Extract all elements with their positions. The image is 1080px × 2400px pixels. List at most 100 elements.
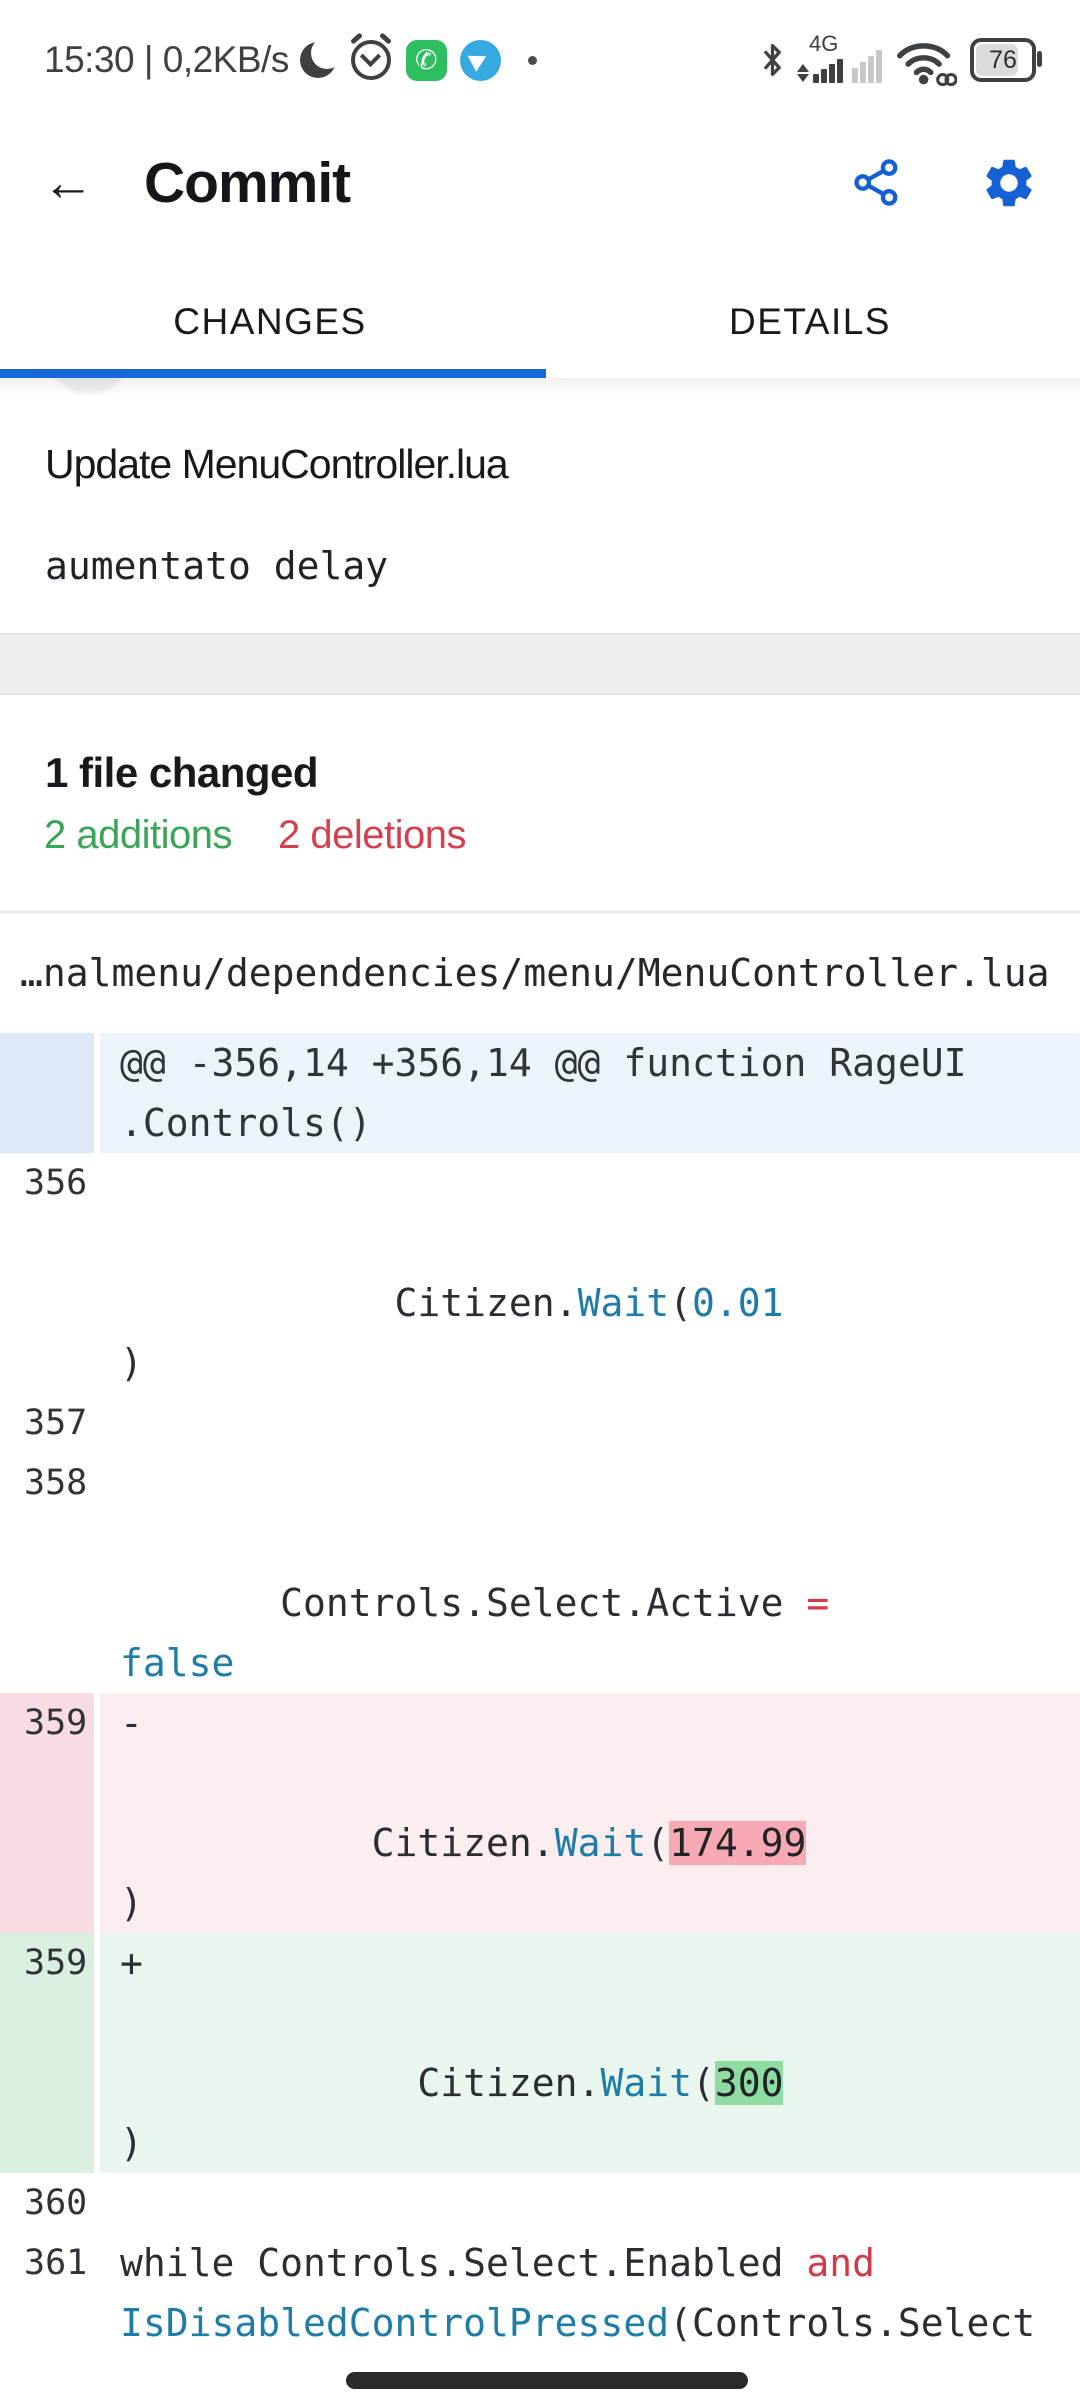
share-icon[interactable] <box>849 155 904 210</box>
code-line: + <box>120 1941 143 1985</box>
whatsapp-icon: ✆ <box>405 39 447 81</box>
page-title: Commit <box>144 150 351 215</box>
diff-row-ctx: 357 <box>0 1393 1080 1453</box>
back-button[interactable]: ← <box>42 153 94 212</box>
gutter-separator <box>94 1453 100 1693</box>
status-bar-left: 15:30 | 0,2KB/s ✆ <box>44 32 537 81</box>
code-line: ) <box>120 2121 143 2165</box>
diff-gutter: 356 <box>0 1153 94 1393</box>
tab-bar: CHANGES DETAILS <box>0 265 1080 378</box>
cellular-signal-icon: 4G <box>797 31 882 83</box>
tab-indicator <box>0 369 546 378</box>
code-line: ) <box>120 1341 143 1385</box>
additions-label: 2 additions <box>44 813 232 857</box>
file-path[interactable]: …nalmenu/dependencies/menu/MenuControlle… <box>0 913 1080 1033</box>
diff-gutter: 358 <box>0 1453 94 1693</box>
code-line: false <box>120 1641 235 1685</box>
status-time: 15:30 | 0,2KB/s <box>44 39 289 80</box>
status-bar-right: 4G 76 <box>761 31 1042 88</box>
alarm-clock-icon <box>349 32 392 80</box>
code-line <box>100 1153 1080 1213</box>
settings-gear-icon[interactable] <box>980 154 1038 212</box>
network-type-label: 4G <box>809 31 839 56</box>
diff-row-add: 359+ Citizen.Wait(300) <box>0 1933 1080 2173</box>
commit-message-card: Update MenuController.lua aumentato dela… <box>0 378 1080 633</box>
code-line: IsDisabledControlPressed(Controls.Select <box>120 2301 1036 2345</box>
diff-view: @@ -356,14 +356,14 @@ function RageUI .Co… <box>0 1033 1080 2353</box>
moon-dnd-icon <box>299 37 343 78</box>
code-line <box>100 1393 1080 1453</box>
diff-gutter: 361 <box>0 2233 94 2353</box>
alarm-ear <box>349 32 363 45</box>
code-line: @@ -356,14 +356,14 @@ function RageUI <box>120 1041 967 1085</box>
gutter-separator <box>94 1693 100 1933</box>
code-line <box>100 1453 1080 1513</box>
diff-code <box>100 2173 1080 2233</box>
commit-title: Update MenuController.lua <box>45 441 509 487</box>
code-line: Citizen.Wait(174.99 <box>120 1821 807 1865</box>
app-bar: ← Commit <box>0 100 1080 265</box>
gutter-separator <box>94 1033 100 1153</box>
additions-deletions: 2 additions 2 deletions <box>44 813 466 857</box>
code-line: while Controls.Select.Enabled and <box>120 2241 875 2285</box>
bluetooth-icon <box>764 43 781 77</box>
code-line: - <box>120 1701 143 1745</box>
section-divider-band <box>0 633 1080 695</box>
gutter-separator <box>94 1393 100 1453</box>
gutter-separator <box>94 1933 100 2173</box>
diff-code: - Citizen.Wait(174.99) <box>100 1693 1080 1933</box>
diff-row-ctx: 356 Citizen.Wait(0.01) <box>0 1153 1080 1393</box>
code-line: Citizen.Wait(0.01 <box>120 1281 784 1325</box>
data-activity-arrows <box>797 64 809 82</box>
tab-bar-shadow <box>0 378 1080 398</box>
tab-changes[interactable]: CHANGES <box>173 300 367 342</box>
gutter-separator <box>94 1153 100 1393</box>
code-line <box>100 2173 1080 2233</box>
diff-gutter: 360 <box>0 2173 94 2233</box>
gutter-separator <box>94 2233 100 2353</box>
gesture-bar[interactable] <box>346 2372 748 2389</box>
code-line <box>100 1513 1080 1573</box>
diff-gutter: 357 <box>0 1393 94 1453</box>
files-changed-label: 1 file changed <box>45 749 319 796</box>
line-number: 361 <box>24 2243 88 2283</box>
gutter-separator <box>94 2173 100 2233</box>
code-line: ) <box>120 1881 143 1925</box>
code-line <box>100 1753 1080 1813</box>
diff-gutter <box>0 1033 94 1153</box>
line-number: 357 <box>24 1403 88 1443</box>
line-number: 356 <box>24 1163 88 1203</box>
code-line: Citizen.Wait(300 <box>120 2061 784 2105</box>
tab-details[interactable]: DETAILS <box>729 300 891 342</box>
status-bar: 15:30 | 0,2KB/s ✆ 4G 76 <box>0 0 1080 100</box>
telegram-icon <box>459 39 501 81</box>
code-line: Controls.Select.Active = <box>120 1581 830 1625</box>
wifi-hotspot-icon <box>897 42 957 86</box>
commit-description: aumentato delay <box>45 544 389 588</box>
diff-code: + Citizen.Wait(300) <box>100 1933 1080 2173</box>
line-number: 360 <box>24 2183 88 2223</box>
code-line <box>100 1213 1080 1273</box>
app-bar-actions <box>849 154 1038 212</box>
diff-code: Controls.Select.Active = false <box>100 1453 1080 1693</box>
code-line <box>100 1993 1080 2053</box>
diff-code <box>100 1393 1080 1453</box>
code-line: .Controls() <box>120 1101 372 1145</box>
diff-row-ctx: 360 <box>0 2173 1080 2233</box>
line-number: 358 <box>24 1463 88 1503</box>
diff-row-ctx: 358 Controls.Select.Active = false <box>0 1453 1080 1693</box>
diff-code: Citizen.Wait(0.01) <box>100 1153 1080 1393</box>
diff-code: @@ -356,14 +356,14 @@ function RageUI .Co… <box>100 1033 1080 1153</box>
notification-dot-icon <box>527 55 537 65</box>
change-summary: 1 file changed 2 additions 2 deletions <box>0 695 1080 913</box>
diff-gutter: 359 <box>0 1933 94 2173</box>
deletions-label: 2 deletions <box>277 813 466 857</box>
battery-icon: 76 <box>970 38 1042 82</box>
diff-row-hunk: @@ -356,14 +356,14 @@ function RageUI .Co… <box>0 1033 1080 1153</box>
battery-level: 76 <box>989 45 1017 74</box>
diff-gutter: 359 <box>0 1693 94 1933</box>
alarm-ear <box>378 32 392 45</box>
line-number: 359 <box>24 1703 88 1743</box>
